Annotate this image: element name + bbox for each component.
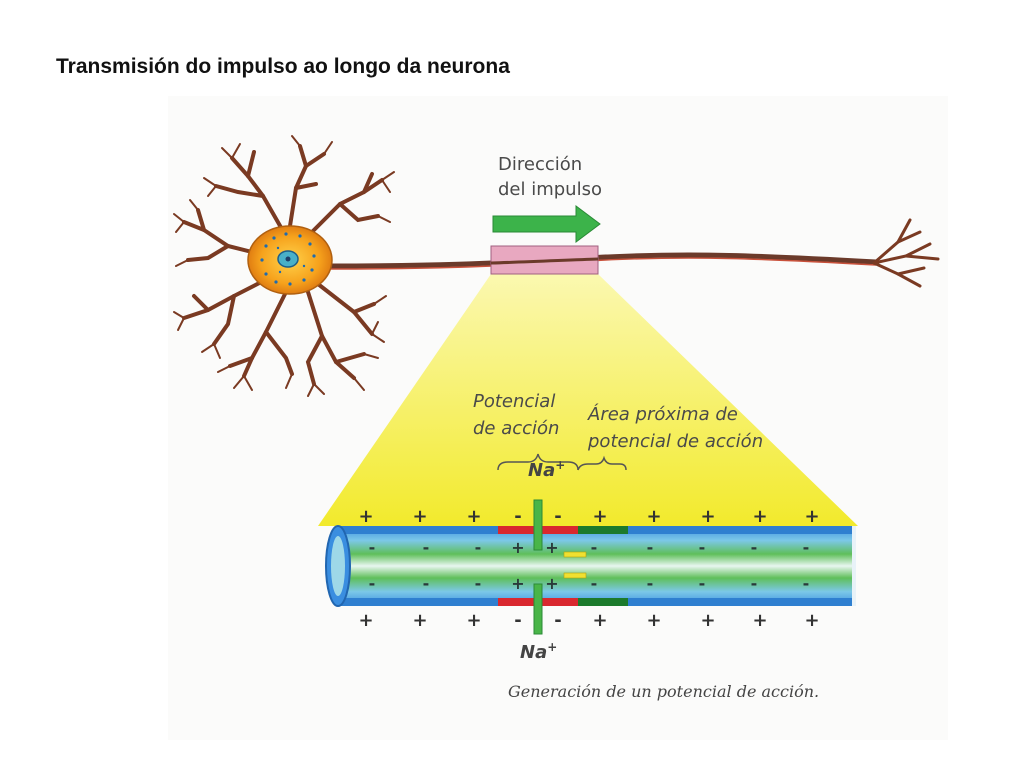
charge-sign: - <box>423 574 430 593</box>
charge-sign: + <box>804 610 819 631</box>
neuron-diagram: + + + - - + + + + + - - - + + - - - - - … <box>173 135 940 635</box>
charge-sign: + <box>545 574 558 593</box>
charge-sign: - <box>591 574 598 593</box>
charge-sign: + <box>466 610 481 631</box>
label-line: del impulso <box>498 179 602 200</box>
charge-sign: + <box>804 506 819 527</box>
action-potential-label: Potencial de acción <box>473 388 559 442</box>
ion-symbol: Na <box>520 642 548 663</box>
charge-sign: + <box>752 506 767 527</box>
label-line: de acción <box>473 418 560 439</box>
charge-sign: - <box>369 574 376 593</box>
figure-caption: Generación de un potencial de acción. <box>508 682 820 701</box>
dendrite-twigs <box>173 135 395 397</box>
charge-sign: + <box>646 506 661 527</box>
charge-sign: - <box>514 506 521 527</box>
ion-charge: + <box>547 640 558 654</box>
local-current-bottom <box>563 572 587 579</box>
charge-sign: + <box>545 538 558 557</box>
impulse-direction-label: Dirección del impulso <box>498 152 602 202</box>
charge-sign: - <box>423 538 430 557</box>
charge-sign: + <box>700 610 715 631</box>
charge-sign: + <box>358 610 373 631</box>
charge-sign: - <box>591 538 598 557</box>
zoom-cone <box>318 274 858 526</box>
ion-symbol: Na <box>528 460 556 481</box>
charge-sign: + <box>752 610 767 631</box>
charge-sign: - <box>803 538 810 557</box>
charge-sign: - <box>751 574 758 593</box>
next-area-brace <box>577 455 627 471</box>
charge-sign: + <box>511 538 524 557</box>
axon-terminal <box>872 218 940 288</box>
local-current-top <box>563 551 587 558</box>
charge-sign: - <box>554 506 561 527</box>
charge-sign: + <box>646 610 661 631</box>
axon-cross-section <box>325 525 856 607</box>
charge-sign: + <box>700 506 715 527</box>
charges-inside-top: - - - + + - - - - - <box>369 538 810 557</box>
label-line: Dirección <box>498 154 583 175</box>
dendrites <box>182 144 384 386</box>
label-line: Área próxima de <box>588 404 738 425</box>
label-line: potencial de acción <box>588 431 764 452</box>
next-zone-top <box>578 526 628 534</box>
slide-title: Transmisión do impulso ao longo da neuro… <box>56 55 510 78</box>
charge-sign: - <box>514 610 521 631</box>
action-potential-brace <box>497 453 579 471</box>
axon <box>327 252 877 270</box>
charge-sign: + <box>358 506 373 527</box>
charge-sign: + <box>466 506 481 527</box>
next-area-label: Área próxima de potencial de acción <box>588 401 763 455</box>
impulse-direction-arrow <box>492 205 601 243</box>
charges-inside-bottom: - - - + + - - - - - <box>369 574 810 593</box>
charge-sign: + <box>412 610 427 631</box>
charge-sign: - <box>475 538 482 557</box>
charge-sign: + <box>592 506 607 527</box>
label-line: Potencial <box>473 391 556 412</box>
charge-sign: - <box>554 610 561 631</box>
charge-sign: - <box>647 538 654 557</box>
charge-sign: + <box>511 574 524 593</box>
ion-charge: + <box>555 458 566 472</box>
nucleolus <box>285 256 291 262</box>
charges-outside-bottom: + + + - - + + + + + <box>358 610 819 631</box>
sodium-ion-label-top: Na+ <box>528 458 565 481</box>
sodium-channel-bottom <box>533 583 543 635</box>
nissl-granules <box>260 232 316 286</box>
charges-outside-top: + + + - - + + + + + <box>358 506 819 527</box>
charge-sign: - <box>475 574 482 593</box>
next-zone-bottom <box>578 598 628 606</box>
charge-sign: - <box>647 574 654 593</box>
charge-sign: + <box>412 506 427 527</box>
charge-sign: - <box>369 538 376 557</box>
charge-sign: - <box>751 538 758 557</box>
sodium-ion-label-bottom: Na+ <box>520 640 557 663</box>
neuron-figure: + + + - - + + + + + - - - + + - - - - - … <box>168 96 948 740</box>
charge-sign: - <box>803 574 810 593</box>
charge-sign: + <box>592 610 607 631</box>
charge-sign: - <box>699 538 706 557</box>
charge-sign: - <box>699 574 706 593</box>
sodium-channel-top <box>533 499 543 551</box>
